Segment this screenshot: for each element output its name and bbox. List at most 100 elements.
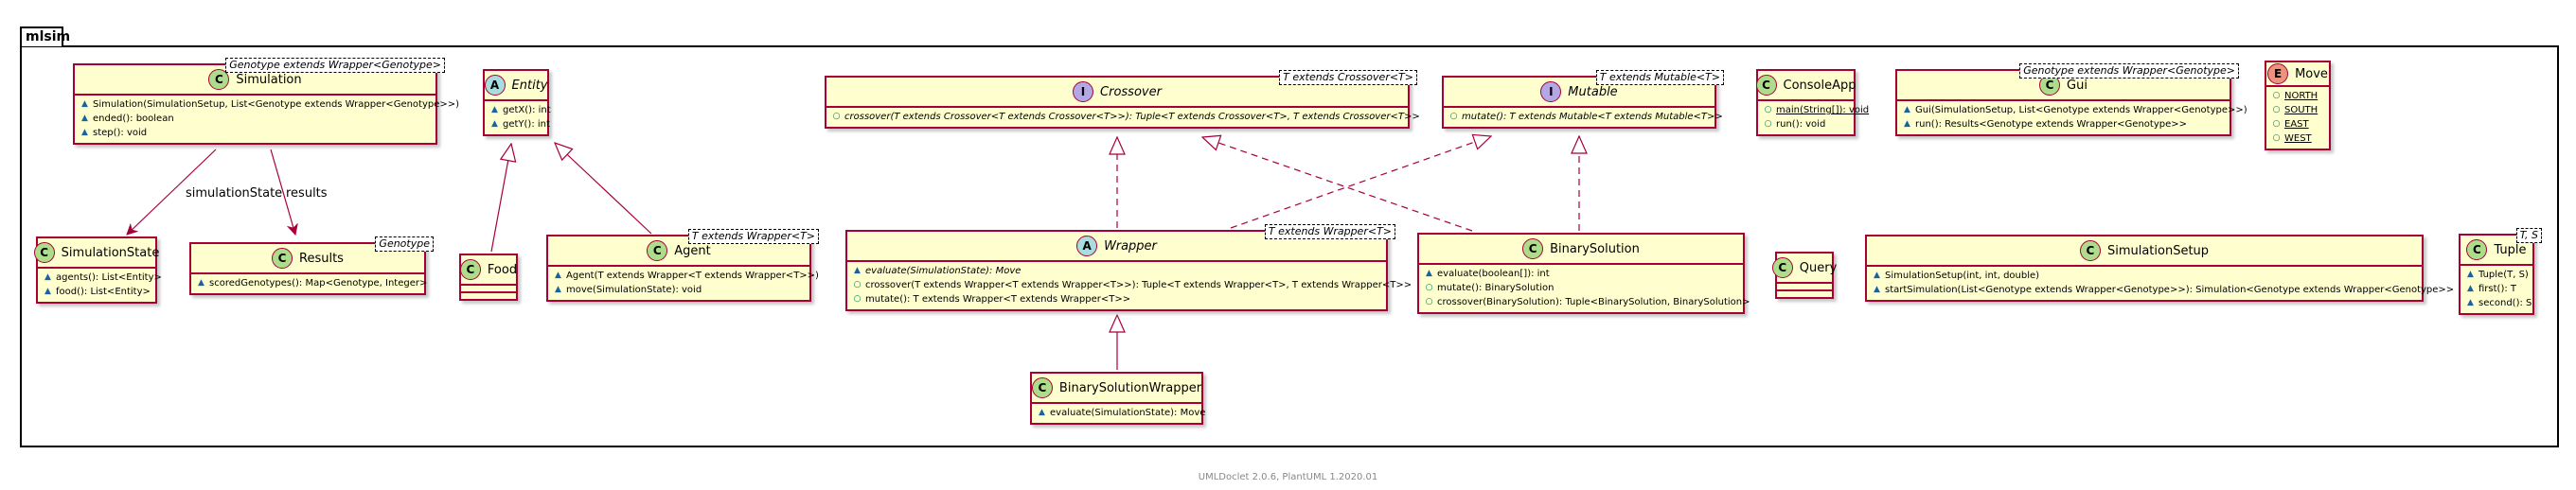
package-visibility-icon: ▲	[81, 99, 88, 109]
public-visibility-icon: ○	[2272, 133, 2281, 143]
relation-label-results: results	[286, 186, 328, 201]
class-name: Wrapper	[1104, 238, 1157, 254]
package-tab: mlsim	[20, 26, 70, 46]
member-section: ▲evaluate(SimulationState): Move	[1032, 402, 1205, 423]
class-member: ▲Gui(SimulationSetup, List<Genotype exte…	[1904, 105, 2247, 115]
class-kind-badge-icon: A	[484, 75, 506, 96]
class-member: ○run(): void	[1764, 119, 1826, 130]
member-section: ▲Gui(SimulationSetup, List<Genotype exte…	[1897, 99, 2247, 134]
class-binarysolutionwrapper[interactable]: C BinarySolutionWrapper ▲evaluate(Simulati…	[1030, 372, 1205, 425]
member-section: ▲Tuple(T, S)▲first(): T▲second(): S	[2461, 264, 2532, 313]
package-visibility-icon: ▲	[81, 128, 88, 137]
class-header: A Wrapper T extends Wrapper<T>	[847, 224, 1395, 260]
type-parameter: T extends Crossover<T>	[1279, 70, 1417, 85]
empty-section	[1777, 289, 1832, 297]
package-visibility-icon: ▲	[1039, 408, 1045, 417]
class-member: ▲first(): T	[2467, 284, 2516, 294]
public-visibility-icon: ○	[832, 112, 841, 121]
public-visibility-icon: ○	[853, 294, 862, 304]
class-kind-badge-icon: E	[2267, 63, 2289, 84]
public-visibility-icon: ○	[1425, 283, 1433, 292]
class-kind-badge-icon: C	[459, 259, 481, 280]
package-visibility-icon: ▲	[44, 272, 51, 282]
type-parameter: T extends Mutable<T>	[1595, 70, 1724, 85]
class-name: Agent	[674, 243, 711, 258]
class-name: Entity	[511, 78, 548, 93]
relation-food-entity	[490, 144, 511, 253]
class-name: SimulationState	[61, 245, 160, 260]
package-visibility-icon: ▲	[2467, 270, 2474, 279]
class-member: ○EAST	[2272, 119, 2309, 130]
class-kind-badge-icon: A	[1076, 236, 1098, 256]
class-name: Query	[1799, 260, 1838, 275]
member-section: ○main(String[]): void○run(): void	[1758, 99, 1869, 134]
class-name: Tuple	[2494, 242, 2527, 257]
package-visibility-icon: ▲	[2467, 298, 2474, 307]
package-frame	[20, 45, 2559, 447]
class-member: ▲scoredGenotypes(): Map<Genotype, Intege…	[198, 278, 428, 289]
class-member: ▲food(): List<Entity>	[44, 287, 151, 297]
class-member: ▲SimulationSetup(int, int, double)	[1874, 271, 2040, 281]
type-parameter: T extends Wrapper<T>	[1264, 224, 1395, 239]
type-parameter: T extends Wrapper<T>	[687, 229, 819, 244]
relation-binarysolution-crossover	[1202, 137, 1473, 232]
package-visibility-icon: ▲	[2467, 284, 2474, 293]
class-name: Results	[299, 251, 344, 266]
class-kind-badge-icon: C	[1522, 238, 1544, 259]
package-visibility-icon: ▲	[555, 285, 561, 294]
type-parameter: Genotype	[375, 236, 434, 252]
class-member: ▲getY(): int	[491, 119, 550, 130]
type-parameter: T, S	[2515, 228, 2542, 243]
relation-simulation-results	[270, 149, 295, 235]
class-kind-badge-icon: I	[1540, 81, 1562, 102]
class-kind-badge-icon: C	[1031, 377, 1053, 398]
public-visibility-icon: ○	[853, 280, 862, 289]
class-name: Mutable	[1568, 84, 1618, 99]
class-member: ○mutate(): T extends Wrapper<T extends W…	[853, 294, 1131, 305]
class-member: ○crossover(T extends Wrapper<T extends W…	[853, 280, 1412, 290]
public-visibility-icon: ○	[1764, 105, 1772, 114]
member-section: ○crossover(T extends Crossover<T extends…	[826, 106, 1420, 127]
class-member: ○SOUTH	[2272, 105, 2318, 115]
class-member: ▲Agent(T extends Wrapper<T extends Wrapp…	[555, 271, 819, 281]
class-name: BinarySolutionWrapper	[1058, 380, 1202, 395]
class-kind-badge-icon: C	[2466, 239, 2488, 260]
class-name: Food	[487, 262, 518, 277]
class-member: ▲agents(): List<Entity>	[44, 272, 162, 283]
public-visibility-icon: ○	[2272, 105, 2281, 114]
class-name: Crossover	[1100, 84, 1162, 99]
class-kind-badge-icon: C	[647, 240, 668, 261]
package-visibility-icon: ▲	[1426, 269, 1432, 278]
class-member: ○crossover(T extends Crossover<T extends…	[832, 112, 1420, 122]
class-food[interactable]: C Food	[459, 254, 518, 301]
class-name: Simulation	[236, 72, 302, 87]
class-header: C BinarySolutionWrapper	[1031, 374, 1202, 402]
package-visibility-icon: ▲	[1874, 285, 1880, 294]
member-section: ▲Agent(T extends Wrapper<T extends Wrapp…	[548, 265, 819, 300]
member-section: ▲Simulation(SimulationSetup, List<Genoty…	[75, 94, 459, 143]
package-visibility-icon: ▲	[491, 119, 498, 129]
member-section: ○NORTH○SOUTH○EAST○WEST	[2266, 85, 2329, 149]
